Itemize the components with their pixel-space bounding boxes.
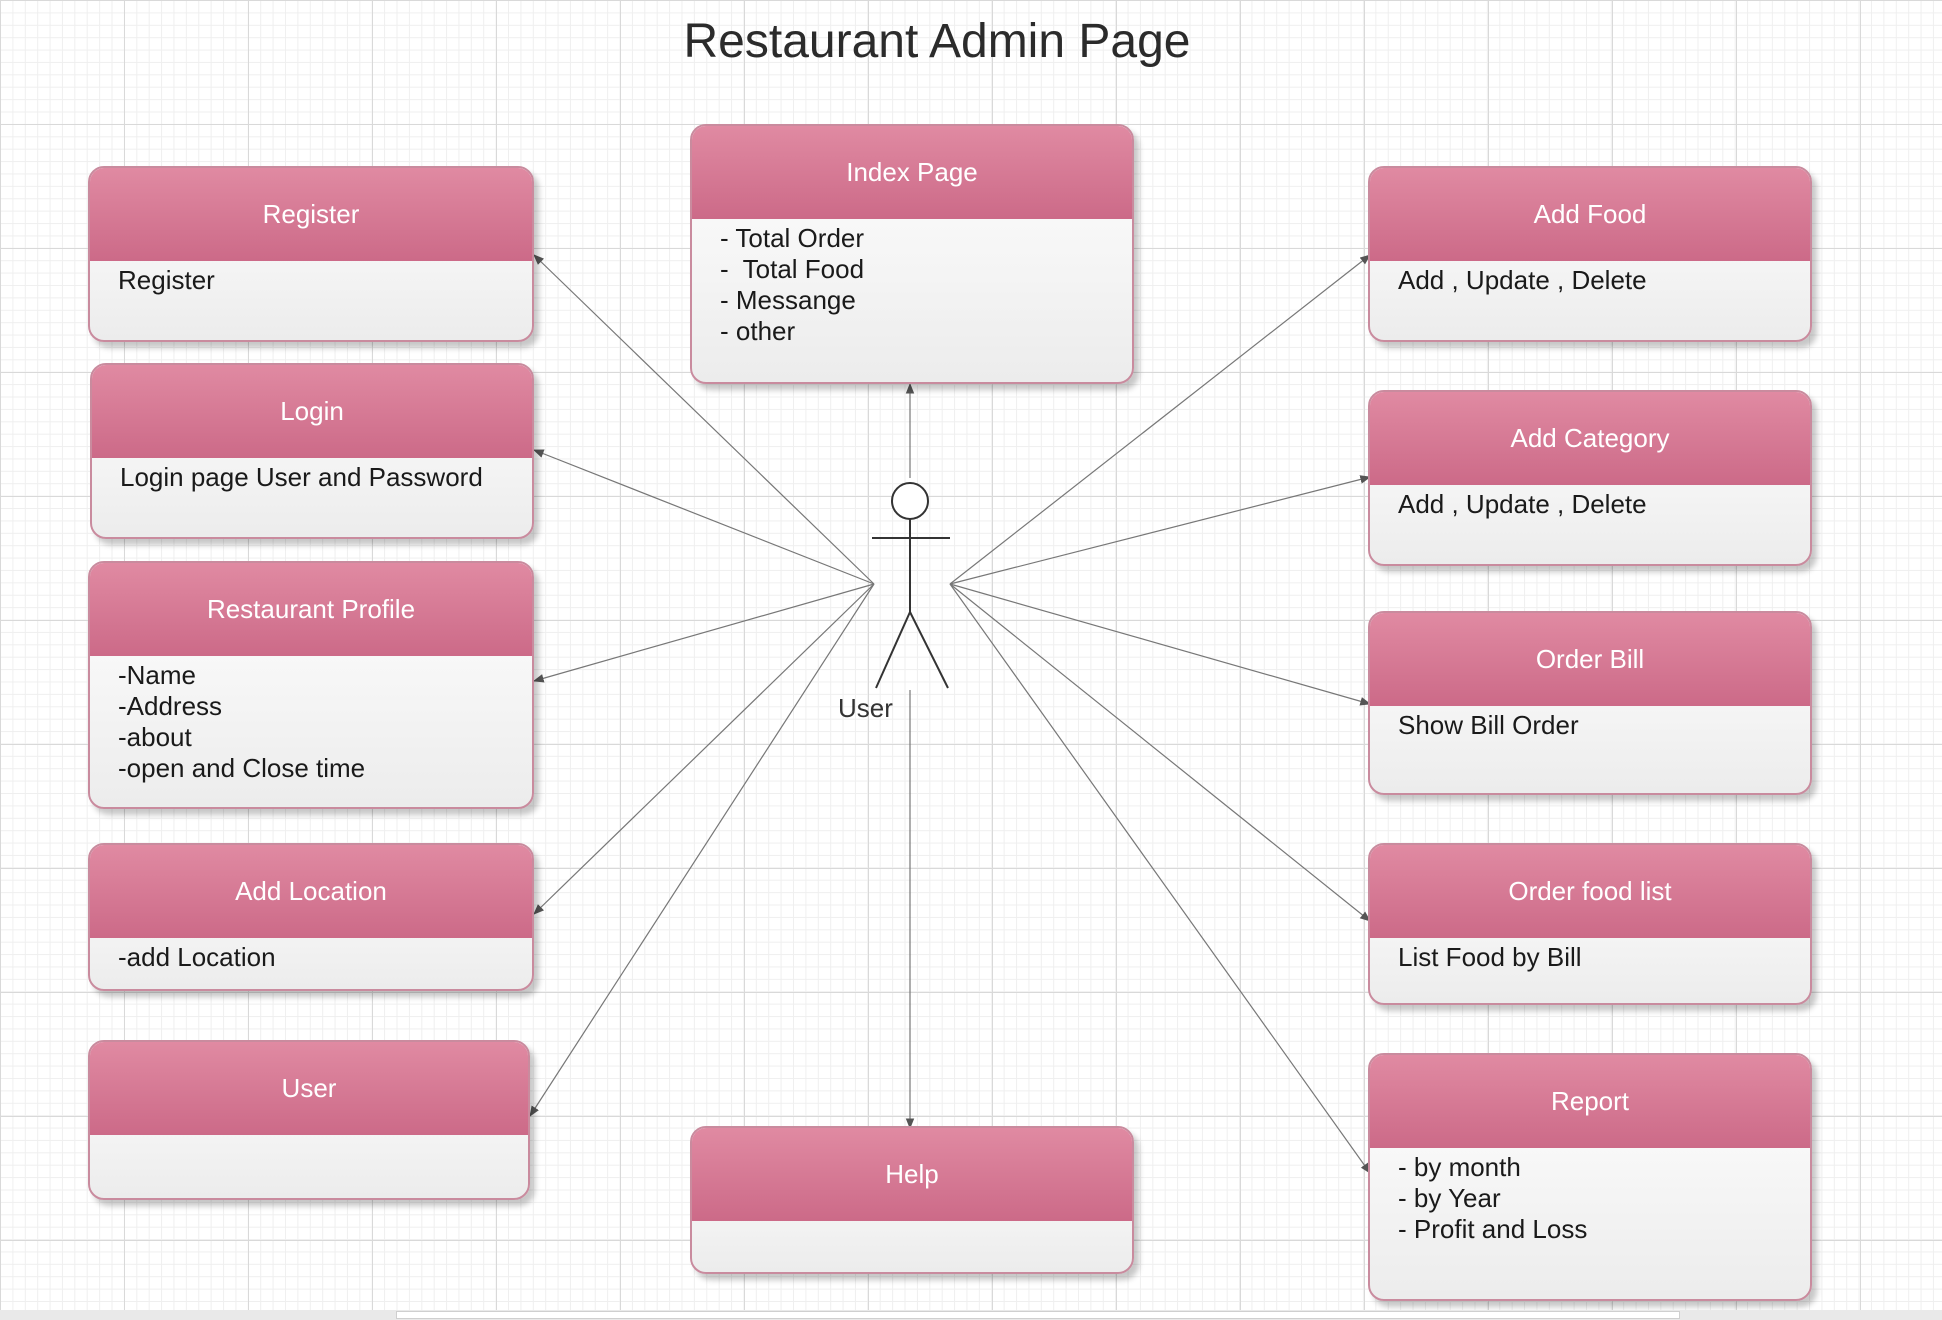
- usecase-register-body: Register: [90, 261, 532, 296]
- usecase-add-category-body: Add , Update , Delete: [1370, 485, 1810, 520]
- usecase-add-food-title: Add Food: [1370, 168, 1810, 261]
- usecase-index-page-title: Index Page: [692, 126, 1132, 219]
- actor-leg-left: [875, 611, 911, 689]
- usecase-index-page-body: - Total Order - Total Food - Messange - …: [692, 219, 1132, 347]
- connector-orderbill: [949, 583, 1372, 706]
- usecase-register-line: Register: [118, 265, 215, 295]
- usecase-order-bill-body: Show Bill Order: [1370, 706, 1810, 741]
- usecase-user[interactable]: User: [88, 1040, 530, 1200]
- usecase-report-line: - by Year: [1398, 1183, 1501, 1213]
- usecase-order-bill-line: Show Bill Order: [1398, 710, 1579, 740]
- page-title: Restaurant Admin Page: [683, 15, 1191, 68]
- connector-addcategory: [949, 475, 1372, 585]
- usecase-order-food-list[interactable]: Order food list List Food by Bill: [1368, 843, 1812, 1005]
- usecase-add-category-line: Add , Update , Delete: [1398, 489, 1647, 519]
- usecase-report[interactable]: Report - by month - by Year - Profit and…: [1368, 1053, 1812, 1301]
- usecase-order-food-list-title: Order food list: [1370, 845, 1810, 938]
- usecase-help-title: Help: [692, 1128, 1132, 1221]
- usecase-user-body: [90, 1135, 528, 1139]
- usecase-add-location-line: -add Location: [118, 942, 276, 972]
- usecase-report-line: - by month: [1398, 1152, 1521, 1182]
- connector-profile: [532, 583, 875, 683]
- usecase-index-page-line: - Total Order: [720, 223, 865, 253]
- usecase-restaurant-profile-body: -Name -Address -about -open and Close ti…: [90, 656, 532, 784]
- horizontal-scrollbar[interactable]: [0, 1310, 1942, 1320]
- usecase-restaurant-profile[interactable]: Restaurant Profile -Name -Address -about…: [88, 561, 534, 809]
- connector-orderfood: [949, 583, 1371, 922]
- usecase-login[interactable]: Login Login page User and Password: [90, 363, 534, 539]
- usecase-index-page[interactable]: Index Page - Total Order - Total Food - …: [690, 124, 1134, 384]
- connector-location: [533, 583, 875, 915]
- usecase-register-title: Register: [90, 168, 532, 261]
- usecase-login-body: Login page User and Password: [92, 458, 532, 493]
- usecase-restaurant-profile-line: -Address: [118, 691, 223, 721]
- usecase-add-food-line: Add , Update , Delete: [1398, 265, 1647, 295]
- connector-report: [949, 583, 1371, 1174]
- usecase-index-page-line: - other: [720, 316, 796, 346]
- usecase-help[interactable]: Help: [690, 1126, 1134, 1274]
- usecase-order-bill[interactable]: Order Bill Show Bill Order: [1368, 611, 1812, 795]
- usecase-restaurant-profile-line: -Name: [118, 660, 197, 690]
- usecase-index-page-line: - Messange: [720, 285, 856, 315]
- usecase-order-food-list-line: List Food by Bill: [1398, 942, 1582, 972]
- actor-leg-right: [909, 611, 949, 689]
- usecase-index-page-line: - Total Food: [720, 254, 865, 284]
- usecase-report-line: - Profit and Loss: [1398, 1214, 1588, 1244]
- usecase-add-food[interactable]: Add Food Add , Update , Delete: [1368, 166, 1812, 342]
- usecase-login-title: Login: [92, 365, 532, 458]
- usecase-register[interactable]: Register Register: [88, 166, 534, 342]
- usecase-add-food-body: Add , Update , Delete: [1370, 261, 1810, 296]
- usecase-restaurant-profile-line: -about: [118, 722, 192, 752]
- usecase-user-title: User: [90, 1042, 528, 1135]
- connector-addfood: [949, 254, 1371, 585]
- usecase-report-body: - by month - by Year - Profit and Loss: [1370, 1148, 1810, 1245]
- scrollbar-thumb[interactable]: [396, 1311, 1680, 1319]
- usecase-order-bill-title: Order Bill: [1370, 613, 1810, 706]
- connector-login: [532, 449, 875, 585]
- usecase-login-line: Login page User and Password: [120, 462, 483, 492]
- usecase-help-body: [692, 1221, 1132, 1225]
- usecase-add-location-body: -add Location: [90, 938, 532, 973]
- usecase-add-category-title: Add Category: [1370, 392, 1810, 485]
- usecase-report-title: Report: [1370, 1055, 1810, 1148]
- actor-label: User: [838, 693, 893, 723]
- actor-figure: [872, 482, 950, 689]
- usecase-add-location-title: Add Location: [90, 845, 532, 938]
- connector-user: [529, 583, 875, 1117]
- actor-head: [891, 482, 929, 520]
- usecase-restaurant-profile-line: -open and Close time: [118, 753, 366, 783]
- usecase-add-category[interactable]: Add Category Add , Update , Delete: [1368, 390, 1812, 566]
- usecase-add-location[interactable]: Add Location -add Location: [88, 843, 534, 991]
- usecase-order-food-list-body: List Food by Bill: [1370, 938, 1810, 973]
- usecase-restaurant-profile-title: Restaurant Profile: [90, 563, 532, 656]
- connector-register: [533, 254, 875, 585]
